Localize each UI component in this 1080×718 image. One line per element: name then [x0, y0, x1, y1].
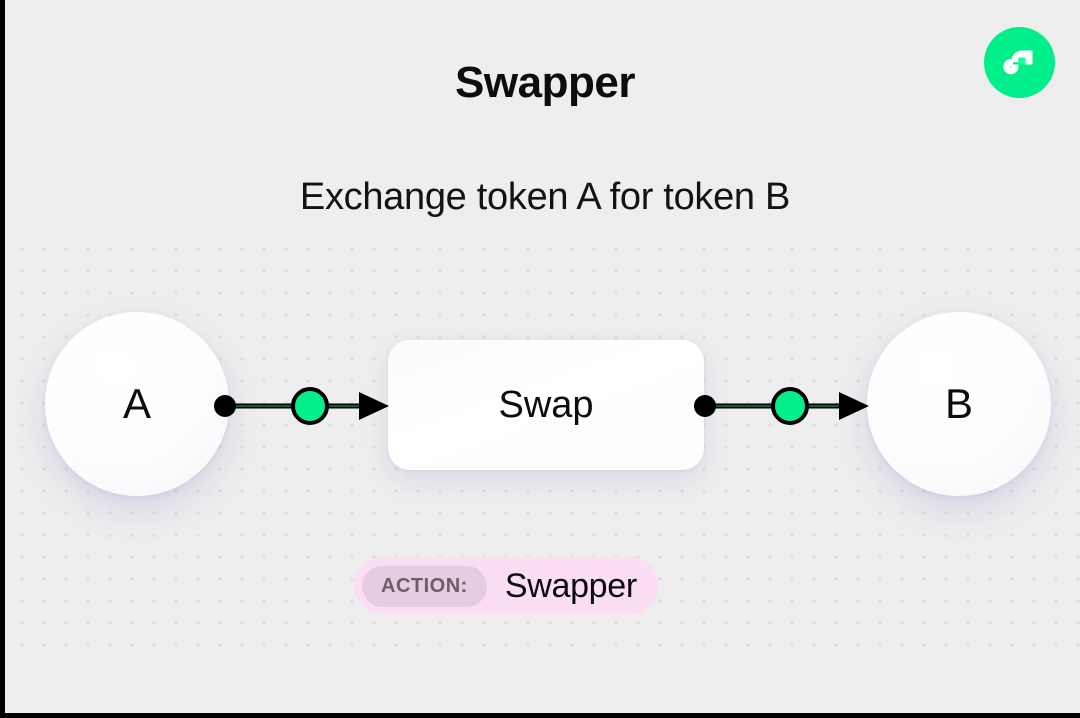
edge-swap-to-token-b[interactable] — [689, 384, 875, 428]
page-subtitle: Exchange token A for token B — [299, 176, 791, 218]
page-title: Swapper — [455, 58, 635, 107]
node-token-b[interactable]: B — [867, 312, 1051, 496]
node-swap[interactable]: Swap — [388, 340, 704, 470]
action-badge: ACTION: Swapper — [354, 557, 659, 615]
action-badge-value: Swapper — [504, 566, 637, 605]
node-token-b-label: B — [944, 380, 973, 427]
node-token-a-label: A — [122, 380, 151, 427]
edge-token-a-to-swap[interactable] — [209, 384, 395, 428]
node-token-a[interactable]: A — [45, 312, 229, 496]
flow-logo-icon — [984, 27, 1055, 98]
node-swap-label: Swap — [498, 383, 594, 426]
action-badge-tag: ACTION: — [362, 565, 487, 607]
